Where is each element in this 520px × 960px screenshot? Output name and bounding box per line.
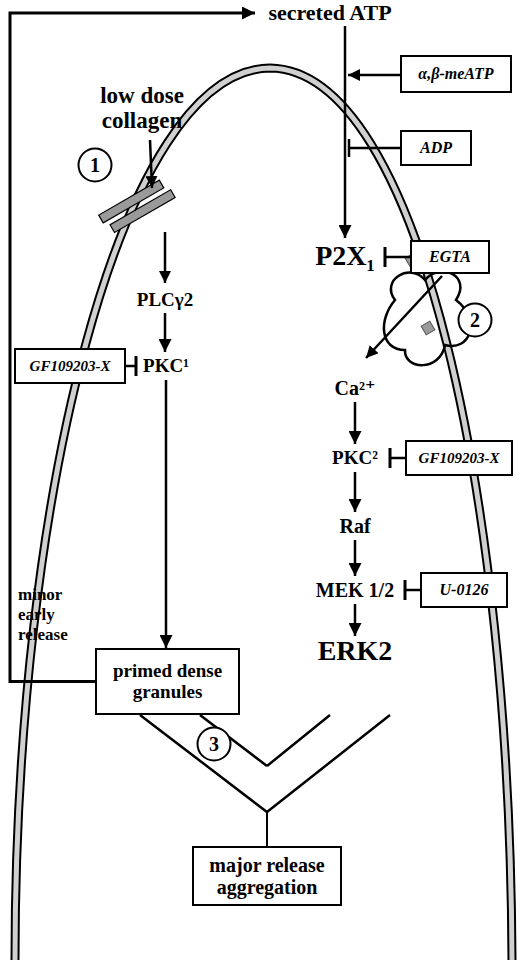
agonist-box: α,β-meATP — [400, 55, 512, 93]
inhibitor-box: EGTA — [410, 240, 490, 274]
inhibitor-box: GF109203-X — [405, 440, 513, 476]
node-text: ERK2 — [318, 636, 393, 667]
node-text: PKC² — [332, 448, 378, 469]
connector-stem — [266, 812, 268, 846]
ion-label: Ca²⁺ — [320, 374, 390, 402]
connector — [355, 402, 356, 444]
agonist-arrow — [348, 74, 400, 77]
enzyme-label: PLCγ2 — [120, 287, 210, 313]
kinase-label: ERK2 — [300, 636, 410, 715]
node-text: ADP — [420, 139, 452, 157]
chevron-outline — [140, 715, 267, 812]
connector — [390, 458, 405, 459]
inhibitor-box: U-0126 — [420, 572, 508, 608]
chevron-outline — [267, 715, 390, 812]
edge-label: minor early release — [18, 585, 90, 645]
connector-line — [126, 365, 136, 368]
callout-outline — [79, 149, 112, 182]
node-text: PKC¹ — [143, 356, 189, 377]
connector — [385, 257, 410, 258]
callout-number: 2 — [457, 302, 493, 338]
connector — [355, 472, 356, 512]
receptor-label: P2X₁ — [305, 238, 385, 274]
connector — [405, 590, 420, 591]
connector-line — [354, 540, 357, 576]
node-text: GF109203-X — [30, 358, 111, 375]
connector-line — [385, 256, 410, 259]
connector — [267, 715, 390, 846]
kinase-label: PKC² — [320, 444, 390, 472]
connector — [165, 313, 166, 352]
connector — [355, 604, 356, 636]
kinase-label: PKC¹ — [136, 352, 196, 380]
node-text: P2X₁ — [315, 241, 375, 272]
node-text: α,β-meATP — [418, 65, 493, 83]
connector-line — [354, 604, 357, 636]
callout-number: 3 — [196, 726, 232, 762]
connector-line — [390, 457, 405, 460]
node-text: Raf — [339, 515, 370, 537]
receptor-bar — [110, 190, 175, 233]
cell-membrane-inner — [15, 68, 512, 960]
inhibitor-box: GF109203-X — [14, 348, 126, 384]
connector — [166, 380, 167, 648]
kinase-label: Raf — [320, 512, 390, 540]
kinase-label: MEK 1/2 — [305, 576, 405, 604]
connector-line — [354, 402, 357, 444]
connector — [345, 26, 346, 238]
connector-line — [10, 13, 255, 682]
connector — [126, 366, 136, 367]
chevron-fill — [140, 715, 267, 812]
callout-outline — [198, 728, 231, 761]
connector-line — [164, 313, 167, 352]
node-text: GF109203-X — [419, 450, 500, 467]
collagen-arrow — [150, 140, 152, 188]
node-text: 2 — [470, 309, 480, 331]
node-text: major release aggregation — [194, 854, 340, 898]
node-text: PLCγ2 — [137, 290, 193, 311]
node-text: U-0126 — [440, 581, 489, 599]
antagonist-line — [349, 139, 400, 157]
channel-pore — [421, 321, 435, 335]
node-text: EGTA — [429, 248, 471, 266]
cell-membrane-outer — [15, 68, 512, 960]
node-text: Ca²⁺ — [335, 377, 376, 399]
connector — [355, 540, 356, 576]
ion-channel — [384, 272, 471, 366]
connector-line — [165, 380, 168, 648]
connector — [10, 13, 255, 682]
connector-line — [354, 472, 357, 512]
connector-line — [405, 589, 420, 592]
callout-outline — [459, 304, 492, 337]
chevron-fill — [267, 715, 390, 812]
node-text: primed dense granules — [97, 661, 238, 703]
node-text: 1 — [90, 154, 100, 176]
connector-line — [344, 26, 347, 238]
antagonist-box: ADP — [400, 130, 472, 166]
node-text: 3 — [209, 733, 219, 755]
connector-stem — [266, 812, 268, 846]
granule-box: primed dense granules — [95, 648, 240, 715]
outcome-box: major release aggregation — [192, 846, 342, 906]
collagen-receptor — [99, 178, 175, 235]
receptor-arrow — [164, 232, 167, 283]
molecule-label: secreted ATP — [255, 0, 405, 26]
calcium-influx-arrow — [366, 276, 442, 358]
connector — [140, 715, 267, 846]
node-text: MEK 1/2 — [316, 579, 394, 601]
node-text: low dose collagen — [72, 83, 212, 134]
callout-number: 1 — [77, 147, 113, 183]
node-text: secreted ATP — [268, 1, 391, 25]
stimulus-label: low dose collagen — [72, 78, 212, 138]
